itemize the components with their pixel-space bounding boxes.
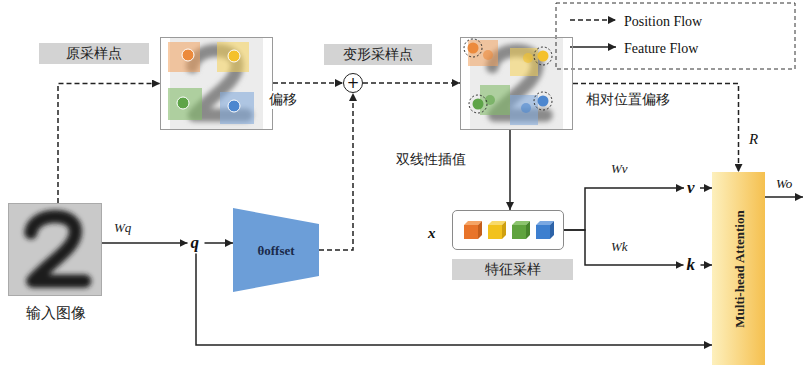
image-panel: 原采样点 [160, 37, 273, 130]
legend-frame [556, 3, 795, 69]
sum-circle: + [343, 73, 363, 93]
input-image: 输入图像 [8, 203, 102, 296]
variable-name: v [687, 179, 697, 196]
edge-label: Wq [113, 220, 132, 236]
trapezoid-fill [233, 208, 319, 292]
variable-name: q [191, 234, 202, 251]
position-flow-arrow [58, 84, 160, 204]
variable-node: v [684, 178, 700, 199]
legend-sample-dashed [570, 19, 616, 21]
legend-text: Position Flow [624, 14, 702, 29]
edge-label: Wv [610, 161, 629, 177]
position-flow-arrow [363, 82, 460, 84]
output-arrow [765, 196, 803, 198]
feature-flow-arrow [701, 264, 713, 266]
operator-symbol: + [347, 76, 360, 91]
edge-label: 双线性插值 [395, 151, 467, 169]
feature-box: 特征采样 [452, 210, 564, 250]
position-flow-arrow [273, 82, 343, 84]
legend-entry: Feature Flow [624, 38, 698, 58]
panel-heading: 原采样点 [39, 43, 149, 64]
panel-heading: 特征采样 [452, 259, 573, 280]
feature-flow-arrow [700, 187, 712, 189]
feature-cubes [464, 221, 554, 239]
sampling-panel-original [168, 37, 263, 130]
variable-node: k [684, 255, 701, 276]
feature-flow-arrow [205, 242, 234, 244]
image-caption: 输入图像 [9, 304, 103, 323]
feature-flow-arrow [564, 188, 684, 230]
feature-flow-arrow [509, 130, 511, 210]
block-title: Multi-head Attention [731, 210, 746, 327]
panel-heading: 变形采样点 [324, 44, 432, 65]
network-name: θoffset [257, 243, 294, 258]
image-panel: 变形采样点 [460, 37, 573, 130]
sampling-panel-deformed [464, 37, 563, 130]
weight-symbol: Wo [776, 176, 792, 192]
legend-text: Feature Flow [624, 41, 698, 56]
attention-block: Multi-head Attention [712, 172, 765, 365]
digit-image [9, 203, 102, 296]
edge-label: Wk [610, 239, 629, 255]
legend-entry: Position Flow [624, 11, 702, 31]
position-flow-arrow [319, 93, 353, 250]
offset-network: θoffset [233, 208, 319, 292]
edge-label: 偏移 [268, 91, 298, 109]
position-flow-arrow [573, 84, 739, 173]
variable-name: x [428, 225, 436, 242]
feature-flow-arrow [102, 242, 188, 244]
variable-node: q [188, 233, 205, 254]
feature-flow-arrow [564, 230, 684, 265]
variable-name: k [687, 256, 698, 273]
edge-label: 相对位置偏移 [585, 91, 671, 109]
legend-sample-solid [570, 46, 616, 48]
relation-symbol: R [749, 131, 758, 148]
